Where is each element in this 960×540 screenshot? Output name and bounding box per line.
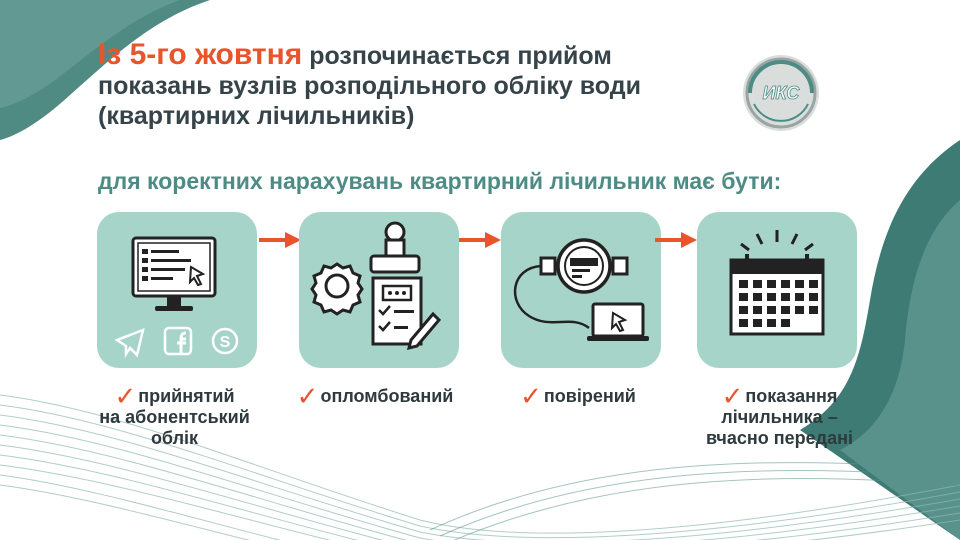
- page-title: Із 5-го жовтня розпочинається прийом пок…: [98, 40, 738, 131]
- monitor-icon: S: [114, 236, 239, 359]
- checkmark-icon: ✓: [114, 381, 137, 411]
- water-meter-icon: [513, 238, 649, 341]
- step-caption-sealed: ✓опломбований: [296, 381, 454, 411]
- logo-text: ИКС: [763, 83, 801, 103]
- arrow-right-icon: [259, 232, 301, 248]
- arrow-right-icon: [655, 232, 697, 248]
- title-line1-rest: розпочинається прийом: [309, 42, 612, 70]
- checkmark-icon: ✓: [721, 381, 744, 411]
- step-card-verified: [501, 212, 661, 368]
- title-accent: Із 5-го жовтня: [98, 38, 303, 71]
- checkmark-icon: ✓: [520, 381, 542, 411]
- step-caption-registered: ✓прийнятий на абонентський облік: [99, 381, 250, 448]
- arrow-right-icon: [459, 232, 501, 248]
- step-card-submitted: [697, 212, 857, 368]
- svg-text:S: S: [220, 334, 231, 351]
- company-logo: ИКС: [743, 55, 819, 131]
- step-card-registered: S: [97, 212, 257, 368]
- stamp-document-icon: [310, 221, 442, 351]
- title-line2: показань вузлів розподільного обліку вод…: [98, 72, 641, 100]
- step-caption-verified: ✓повірений: [520, 381, 636, 411]
- checkmark-icon: ✓: [296, 381, 319, 411]
- title-line3: (квартирних лічильників): [98, 102, 415, 130]
- subtitle: для коректних нарахувань квартирний лічи…: [98, 168, 782, 194]
- calendar-icon: [729, 230, 825, 336]
- step-card-sealed: [299, 212, 459, 368]
- step-caption-submitted: ✓показання лічильника – вчасно передані: [706, 381, 853, 448]
